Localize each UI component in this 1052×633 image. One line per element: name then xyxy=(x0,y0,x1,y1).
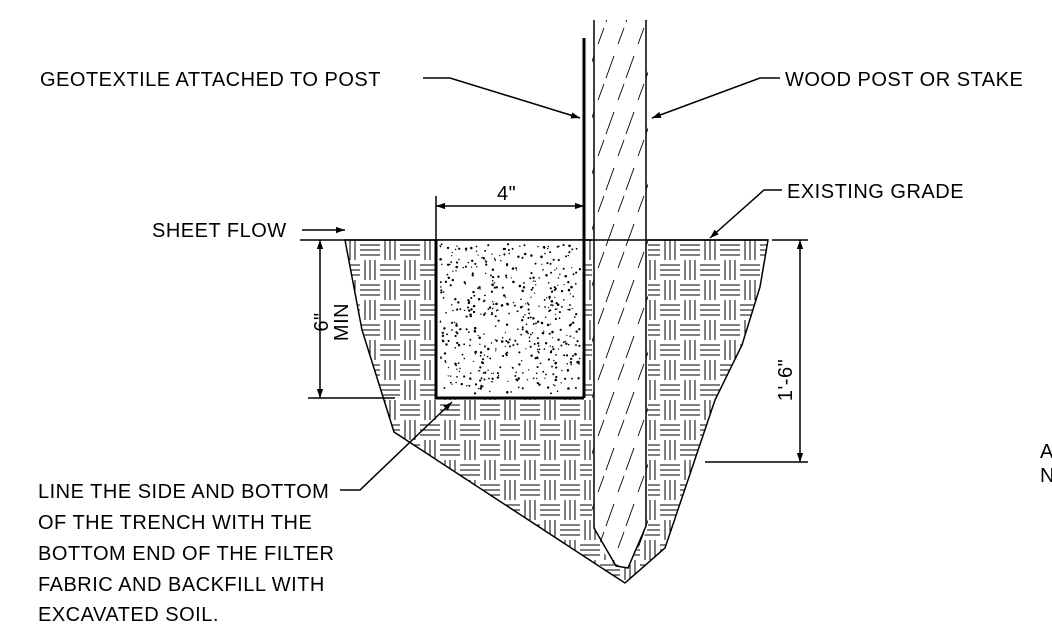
sheet-flow-label: SHEET FLOW xyxy=(152,220,287,242)
trench-depth-label: 6" xyxy=(311,312,333,331)
geotextile-leader xyxy=(423,77,581,119)
geotextile-label: GEOTEXTILE ATTACHED TO POST xyxy=(40,69,381,91)
wood-post-leader xyxy=(651,77,780,119)
cutoff-text-line-1: A xyxy=(1040,441,1052,463)
trench-depth-text: 6" MIN xyxy=(311,303,353,341)
embedment-dimension xyxy=(705,239,808,463)
trench-note-leader xyxy=(340,401,453,491)
trench-depth-dimension xyxy=(308,240,395,399)
trench-width-dimension xyxy=(435,196,584,240)
trench-note-line-2: OF THE TRENCH WITH THE xyxy=(38,512,312,534)
trench-note-line-5: EXCAVATED SOIL. xyxy=(38,604,219,626)
trench-note-line-4: FABRIC AND BACKFILL WITH xyxy=(38,574,325,596)
backfill-stipple xyxy=(439,243,582,395)
trench-depth-min-label: MIN xyxy=(331,303,353,341)
wood-post-label: WOOD POST OR STAKE xyxy=(785,69,1023,91)
existing-grade-label: EXISTING GRADE xyxy=(787,181,964,203)
trench-note-line-1: LINE THE SIDE AND BOTTOM xyxy=(38,481,329,503)
trench-width-label: 4" xyxy=(497,183,516,205)
embedment-text: 1'-6" xyxy=(775,359,797,401)
embedment-label: 1'-6" xyxy=(775,359,797,401)
wood-post xyxy=(592,20,648,569)
trench-note: LINE THE SIDE AND BOTTOM OF THE TRENCH W… xyxy=(38,481,334,626)
cutoff-text-line-2: N xyxy=(1040,465,1052,487)
trench-note-line-3: BOTTOM END OF THE FILTER xyxy=(38,543,334,565)
existing-grade-leader xyxy=(709,189,782,239)
backfill-trench xyxy=(434,240,584,400)
